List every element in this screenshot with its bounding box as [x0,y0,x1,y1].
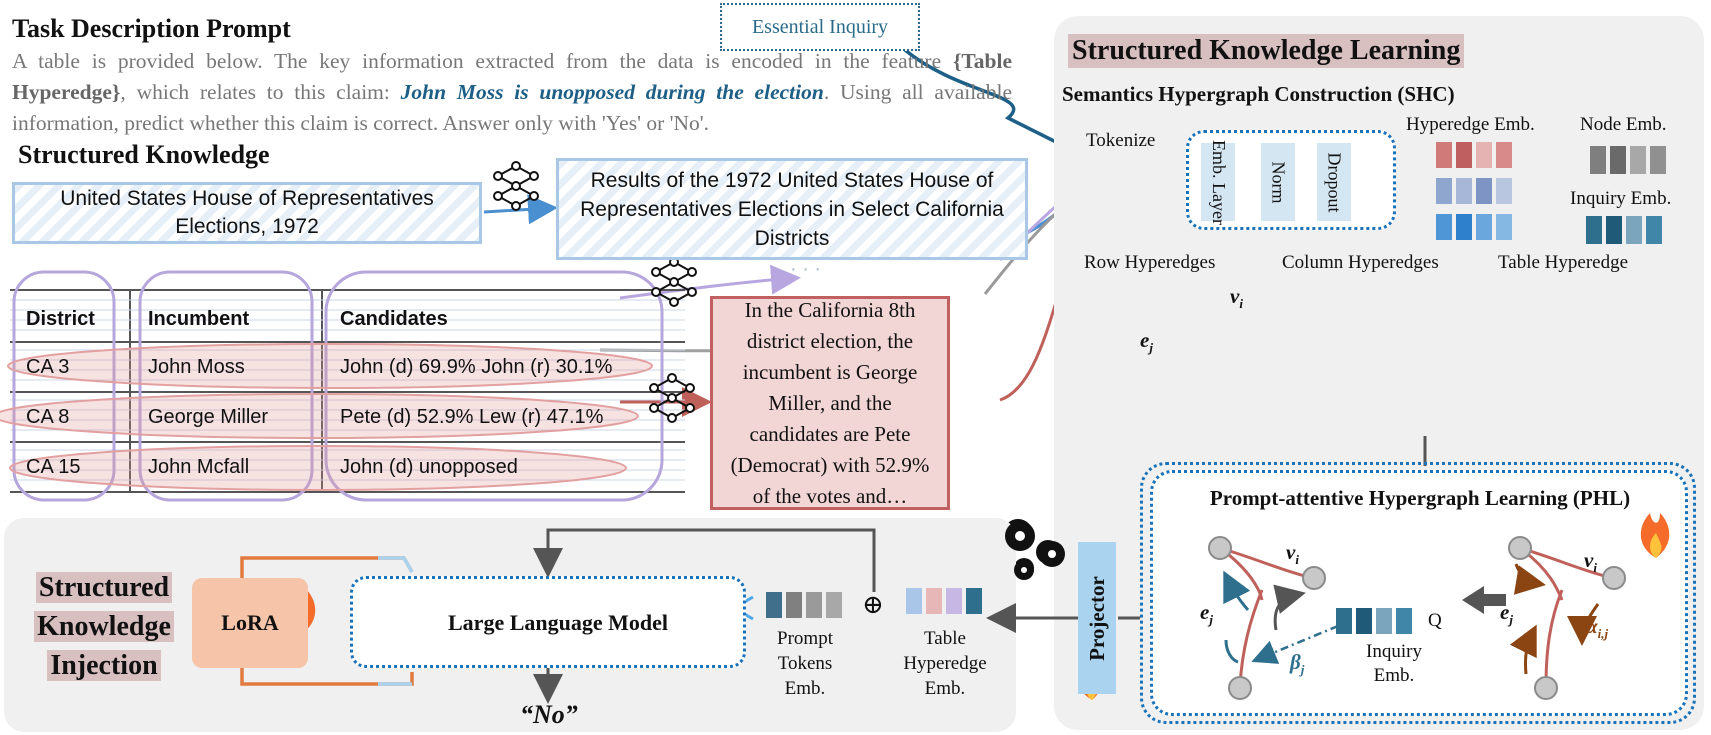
ellipsis: · · · [790,258,822,280]
lora-box: LoRA [192,578,308,668]
inquiry-emb-strip [1586,216,1666,244]
table-cell: George Miller [148,406,269,428]
edge-ej-label: ej [1500,600,1513,628]
table-header: Incumbent [148,308,250,330]
hyperedge-emb-cell [1496,142,1512,168]
phl-inquiry-emb-strip [1336,608,1416,634]
node-vi-label: vi [1584,548,1597,576]
node-vi-label: vi [1230,284,1243,312]
table-cell: Pete (d) 52.9% Lew (r) 47.1% [340,406,604,428]
encoder-layer: Norm [1261,143,1295,221]
table-cell: John Mcfall [148,456,250,478]
inquiry-emb-cell [1356,608,1372,634]
ski-title: Structured Knowledge Injection [20,568,188,685]
hyperedge-emb-cell [1496,178,1512,204]
encoder-layer: Dropout [1317,143,1351,221]
table-cell: John (d) 69.9% John (r) 30.1% [340,356,613,378]
prompt-emb-cell [826,592,842,618]
essential-inquiry-box: Essential Inquiry [720,3,920,51]
table-hyperedge-emb-strip [906,588,986,614]
hyperedge-emb-cell [1456,142,1472,168]
hyperedge-emb-grid [1436,142,1516,242]
phl-title: Prompt-attentive Hypergraph Learning (PH… [1209,486,1631,510]
table-cell: CA 8 [26,406,70,428]
hyperedge-emb-cell [1476,214,1492,240]
prompt-emb-cell [786,592,802,618]
inquiry-emb-cell [1586,216,1602,244]
node-emb-cell [1590,146,1606,174]
edge-ej-label: ej [1200,600,1213,628]
data-table: District Incumbent Candidates CA 3 John … [10,290,685,490]
beta-label: βj [1290,650,1305,678]
table-hyperedge-label: Table Hyperedge [1498,252,1629,273]
edge-ej-label: ej [1140,328,1153,356]
shc-title: Semantics Hypergraph Construction (SHC) [1062,82,1455,106]
phl-inquiry-emb-label: Inquiry Emb. [1366,641,1422,686]
hyperedge-emb-cell [1456,178,1472,204]
node-emb-cell [1610,146,1626,174]
task-prompt-text: A table is provided below. The key infor… [12,49,1012,135]
table-hyperedge-emb-label: Table Hyperedge Emb. [903,628,987,699]
row-hyperedges-label: Row Hyperedges [1084,252,1216,273]
table-cell: John (d) unopposed [340,456,518,478]
hyperedge-emb-cell [1436,142,1452,168]
projector-box: Projector [1078,542,1116,694]
node-emb-strip [1590,146,1670,174]
hyperedge-emb-cell [1476,178,1492,204]
table-header: Candidates [340,308,448,330]
task-title: Task Description Prompt [12,14,291,43]
hyperedge-emb-cell [1456,214,1472,240]
llm-label: Large Language Model [448,610,668,635]
tokenize-label: Tokenize [1086,130,1156,151]
row-summary-box: In the California 8th district election,… [710,296,950,510]
hyperedge-emb-cell [1436,178,1452,204]
inquiry-emb-cell [1376,608,1392,634]
table-title-box: United States House of Representatives E… [12,182,482,244]
encoder-box: Emb. Layer Norm Dropout [1186,130,1396,230]
oplus-symbol: ⊕ [862,590,884,619]
llm-box [350,576,746,668]
inquiry-emb-cell [1396,608,1412,634]
prompt-tokens-emb-strip [766,592,846,618]
encoder-layer: Emb. Layer [1201,140,1235,224]
table-cell: CA 15 [26,456,81,478]
inquiry-emb-cell [1626,216,1642,244]
column-hyperedges-label: Column Hyperedges [1282,252,1439,273]
answer-output: “No” [520,700,578,729]
node-emb-cell [1650,146,1666,174]
skl-title: Structured Knowledge Learning [1068,34,1465,68]
table-grid [10,289,685,493]
hyperedge-emb-cell [1496,214,1512,240]
table-emb-cell [946,588,962,614]
prompt-emb-cell [766,592,782,618]
claim-text: John Moss is unopposed during the electi… [400,80,824,104]
table-emb-cell [906,588,922,614]
inquiry-emb-cell [1606,216,1622,244]
q-label: Q [1428,610,1442,631]
node-emb-label: Node Emb. [1580,114,1667,135]
table-caption-box: Results of the 1972 United States House … [556,158,1028,260]
table-emb-cell [926,588,942,614]
table-cell: John Moss [148,356,245,378]
hyperedge-emb-cell [1476,142,1492,168]
hyperedge-emb-label: Hyperedge Emb. [1406,114,1535,135]
table-hyperedge-placeholder: {Table Hyperedge} [12,49,1012,104]
alpha-label: αi,j [1586,614,1609,642]
prompt-emb-cell [806,592,822,618]
phl-outer-border [1140,462,1696,724]
table-header: District [26,308,95,330]
node-vi-label: vi [1286,540,1299,568]
inquiry-emb-cell [1646,216,1662,244]
hyperedge-emb-cell [1436,214,1452,240]
inquiry-emb-label: Inquiry Emb. [1570,188,1672,209]
inquiry-emb-cell [1336,608,1352,634]
table-cell: CA 3 [26,356,70,378]
table-emb-cell [966,588,982,614]
node-emb-cell [1630,146,1646,174]
prompt-tokens-emb-label: Prompt Tokens Emb. [777,628,833,699]
structured-knowledge-title: Structured Knowledge [18,140,270,169]
